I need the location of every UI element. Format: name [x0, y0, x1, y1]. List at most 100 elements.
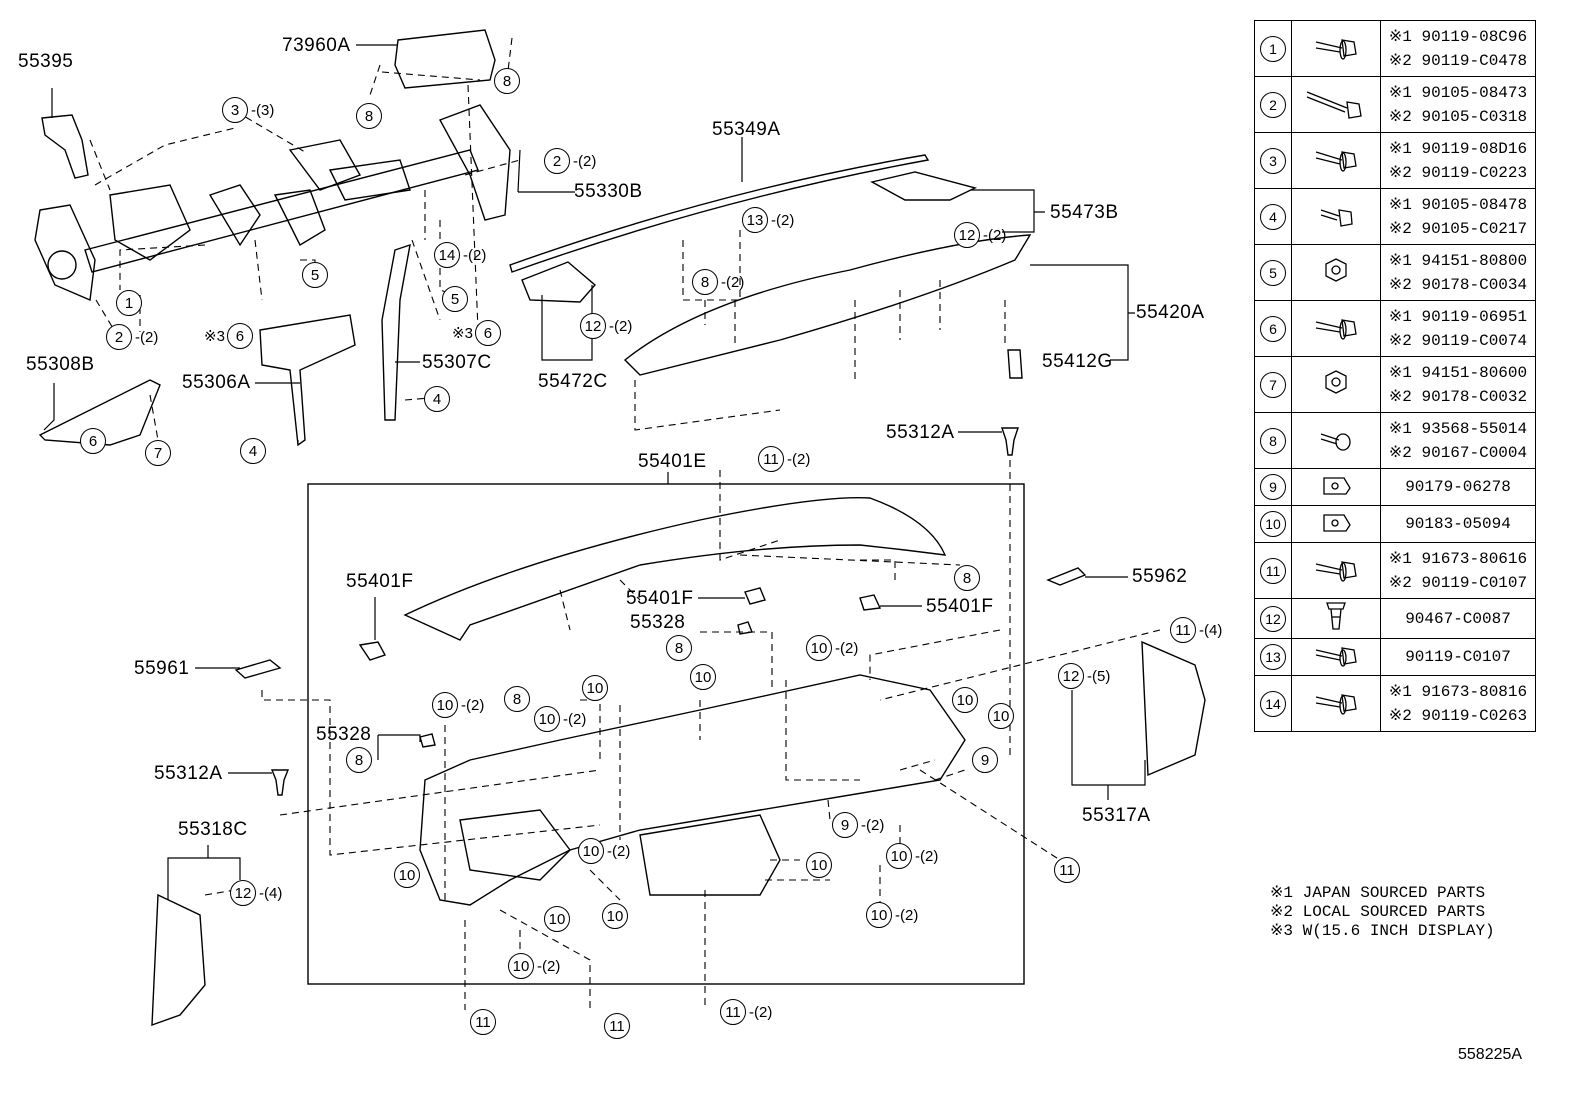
fastener-parts-table: 1 ※1 90119-08C96※2 90119-C0478 2 ※1 9010… — [1254, 20, 1536, 732]
strip-55349A-drawing — [509, 154, 930, 273]
ref-9: 9-(2) — [832, 812, 884, 838]
hex-nut-icon — [1325, 258, 1347, 282]
table-row: 2 ※1 90105-08473 ※2 90105-C0318 — [1254, 76, 1536, 133]
item-number: 13 — [1260, 644, 1286, 670]
lower-panel-center-drawing — [639, 814, 781, 896]
short-bolt-icon — [1320, 209, 1353, 227]
part-number-1: 90467-C0087 — [1405, 609, 1511, 628]
table-row: 6 ※1 90119-06951※2 90119-C0074 — [1254, 300, 1536, 357]
ref-10: 10 — [952, 687, 978, 713]
brace-55306A-drawing — [259, 314, 356, 447]
clip-nut-icon — [1323, 476, 1351, 495]
bolt-icon — [1315, 694, 1357, 715]
clip-55401F-mid-drawing — [744, 587, 766, 605]
clip-55312A-top-drawing — [1001, 427, 1019, 456]
label-55317A: 55317A — [1082, 805, 1151, 826]
ref-6: 6 — [80, 428, 106, 454]
clip-nut-icon — [1323, 513, 1351, 532]
part-number-1: ※1 90119-06951 — [1388, 307, 1528, 326]
ref-4: 4 — [240, 438, 266, 464]
label-55312A-left: 55312A — [154, 763, 223, 784]
side-cover-55317A-drawing — [1141, 640, 1206, 777]
part-number-1: ※1 94151-80800 — [1388, 251, 1528, 270]
part-number-2: ※2 90119-C0107 — [1388, 573, 1528, 592]
part-number-1: ※1 93568-55014 — [1388, 419, 1528, 438]
part-number-1: ※1 90119-08C96 — [1388, 27, 1528, 46]
leader-lines — [43, 44, 1146, 900]
notes: ※1 JAPAN SOURCED PARTS ※2 LOCAL SOURCED … — [1270, 884, 1495, 941]
part-number-2: ※2 90167-C0004 — [1388, 443, 1528, 462]
part-number-2: ※2 90119-C0223 — [1388, 163, 1528, 182]
ref-7: 7 — [145, 440, 171, 466]
ref-10: 10-(2) — [806, 635, 858, 661]
ref-11: 11-(4) — [1170, 617, 1222, 643]
ref-8: 8 — [346, 747, 372, 773]
item-number: 2 — [1260, 91, 1286, 118]
label-55306A: 55306A — [182, 372, 251, 393]
table-row: 13 90119-C0107 — [1254, 638, 1536, 676]
label-55349A: 55349A — [712, 119, 781, 140]
part-number-1: ※1 94151-80600 — [1388, 363, 1528, 382]
vent-55961-drawing — [234, 659, 282, 679]
ref-8: 8-(2) — [692, 269, 744, 295]
vent-55962-drawing — [1046, 567, 1087, 586]
ref-10: 10-(2) — [866, 902, 918, 928]
ref-10: 10-(2) — [578, 838, 630, 864]
part-number-1: ※1 90105-08473 — [1388, 83, 1528, 102]
part-number-1: 90179-06278 — [1405, 478, 1511, 496]
ref-12: 12-(2) — [580, 313, 632, 339]
label-55307C: 55307C — [422, 352, 492, 373]
reinforcement-beam-drawing — [34, 104, 511, 302]
side-cover-55318C-drawing — [151, 893, 206, 1027]
upper-panel-55420A-drawing — [623, 234, 1032, 376]
ref-10: 10 — [690, 664, 716, 690]
ref-10: 10-(2) — [508, 953, 560, 979]
ref-8: 8 — [666, 635, 692, 661]
label-55401F-right: 55401F — [926, 596, 994, 617]
part-number-1: ※1 91673-80616 — [1388, 549, 1528, 568]
item-number: 4 — [1260, 203, 1286, 230]
ref-2: 2-(2) — [544, 148, 596, 174]
ref-8: 8 — [954, 565, 980, 591]
ref-1: 1 — [116, 290, 142, 316]
push-clip-icon — [1326, 602, 1346, 630]
ref-10: 10 — [544, 906, 570, 932]
table-row: 3 ※1 90119-08D16※2 90119-C0223 — [1254, 132, 1536, 189]
bolt-icon — [1315, 151, 1357, 172]
label-55312A-top: 55312A — [886, 422, 955, 443]
label-73960A: 73960A — [282, 35, 351, 56]
label-55420A: 55420A — [1136, 302, 1205, 323]
table-row: 10 90183-05094 — [1254, 505, 1536, 543]
brace-55308B-drawing — [38, 379, 161, 446]
ref-8: 8 — [356, 103, 382, 129]
clip-55412G-drawing — [1007, 349, 1023, 379]
label-55328-left: 55328 — [316, 724, 372, 745]
ref-8: 8 — [494, 68, 520, 94]
bracket-55395-drawing — [41, 114, 89, 179]
ref-12: 12-(4) — [230, 880, 282, 906]
long-bolt-icon — [1306, 91, 1362, 119]
part-number-1: ※1 90105-08478 — [1388, 195, 1528, 214]
clip-55401F-right-drawing — [859, 594, 882, 611]
ref-2: 2-(2) — [106, 324, 158, 350]
item-number: 14 — [1260, 690, 1286, 717]
table-row: 5 ※1 94151-80800※2 90178-C0034 — [1254, 244, 1536, 301]
ref-9: 9 — [972, 747, 998, 773]
assembly-55401E-box — [307, 483, 1025, 985]
ref-11: 11 — [470, 1009, 496, 1035]
part-number-2: ※2 90178-C0034 — [1388, 275, 1528, 294]
clip-55312A-left-drawing — [270, 769, 290, 796]
label-55328-mid: 55328 — [630, 612, 686, 633]
part-number-2: ※2 90105-C0318 — [1388, 107, 1528, 126]
cover-55473B-drawing — [870, 171, 978, 201]
ref-12: 12-(5) — [1058, 663, 1110, 689]
part-number-1: 90183-05094 — [1405, 515, 1511, 533]
ref-4: 4 — [424, 386, 450, 412]
ref-11: 11 — [1054, 857, 1080, 883]
label-55401F-mid: 55401F — [626, 588, 694, 609]
part-number-2: ※2 90119-C0263 — [1388, 706, 1528, 725]
label-55962: 55962 — [1132, 566, 1188, 587]
label-55472C: 55472C — [538, 371, 608, 392]
